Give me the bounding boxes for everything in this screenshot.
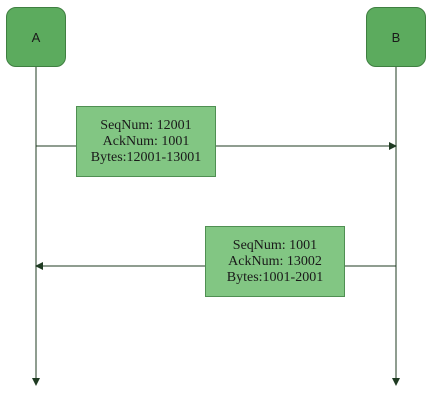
host-b-node: B [366,7,426,67]
host-b-label: B [391,29,401,45]
message-box-a-to-b: SeqNum: 12001 AckNum: 1001 Bytes:12001-1… [76,106,216,177]
message-box-b-to-a: SeqNum: 1001 AckNum: 13002 Bytes:1001-20… [205,226,345,297]
host-a-node: A [6,7,66,67]
bytes-label: Bytes:1001-2001 [226,269,324,285]
ack-num-label: AckNum: 1001 [102,133,190,149]
host-a-label: A [31,29,41,45]
bytes-label: Bytes:12001-13001 [90,149,202,165]
ack-num-label: AckNum: 13002 [228,253,322,269]
seq-num-label: SeqNum: 12001 [100,117,192,133]
seq-num-label: SeqNum: 1001 [232,237,318,253]
